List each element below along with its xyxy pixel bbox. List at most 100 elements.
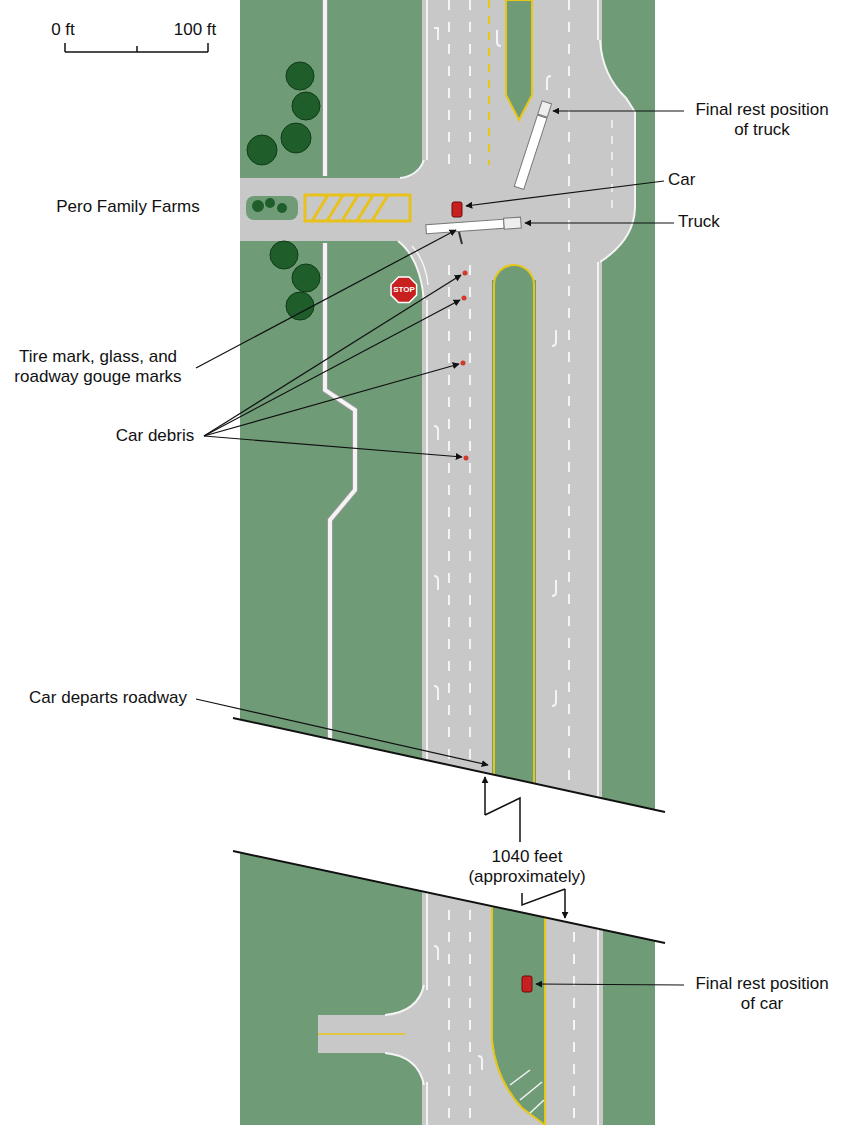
turn-arrow [497,30,501,46]
lane-line [488,0,490,165]
hatch-line [312,195,328,221]
scale-tick [207,43,209,52]
leader-line [536,984,684,985]
leader-line [204,436,462,457]
turn-arrow [478,1056,482,1070]
callout-label: Final rest position of car [687,974,837,1014]
tree [286,292,314,320]
stop-sign: STOP [389,275,419,305]
edge-line [600,40,635,262]
debris [461,361,466,366]
break-line [233,851,665,943]
edge-line [398,241,424,300]
turn-arrow [434,686,438,700]
turn-arrow [552,690,556,706]
turn-arrow [547,76,551,90]
callout-label: 1040 feet (approximately) [459,847,595,887]
median [494,265,534,900]
edge-line [426,800,428,990]
scale-tick [136,46,138,52]
hatch-line [357,195,373,221]
lane-line [448,800,450,1125]
leader-line [553,110,684,111]
edge-line [426,300,428,900]
debris [463,271,468,276]
shrub [265,198,275,208]
car-at-impact [452,202,462,217]
leader-line [204,300,460,436]
center-line [318,1033,405,1035]
callout-label: Pero Family Farms [56,197,200,217]
median [492,800,545,1125]
sign-text: STOP [393,286,415,294]
gore-stripe [530,1100,544,1113]
truck-at-impact [426,217,522,235]
bottom-panel [240,800,655,1125]
leader-line [466,181,664,206]
lane-line [568,0,570,900]
tree [270,241,298,269]
leader-line [204,275,461,436]
edge-line [597,0,599,40]
tire-mark [459,232,462,244]
turn-arrow [552,580,556,596]
leader-line [196,699,488,765]
path-outline [322,0,328,176]
leader-line [196,230,456,368]
turn-bay [600,40,635,262]
turn-arrow [434,576,438,590]
turn-arrow [434,28,438,40]
callout-label: 100 ft [174,20,217,40]
roadway [545,800,603,1125]
callout-label: Car [668,170,695,190]
tree [292,92,320,120]
lane-line [469,800,471,1125]
hatched-marking [305,195,410,221]
callout-label: Car departs roadway [29,688,187,708]
path [325,243,355,760]
leaders [196,111,684,985]
stop-octagon [389,275,419,305]
truck-final [514,101,551,190]
leader-line [204,364,459,436]
path [323,0,327,176]
scale-tick [64,43,66,52]
side-road [318,985,424,1085]
edge-line [597,262,599,900]
edge-line [385,1053,424,1085]
tree [281,123,311,153]
gore-stripe [520,1082,542,1100]
lane-line [469,265,471,900]
stop-octagon-shape [391,277,417,303]
turn-arrow [434,426,438,440]
lane-line [611,120,613,215]
lane-line [448,0,450,170]
hatch-line [342,195,358,221]
median [506,0,532,120]
distance-arrow [484,777,486,815]
tree [286,62,314,90]
debris [462,296,467,301]
callout-label: Tire mark, glass, and roadway gouge mark… [7,347,189,387]
edge-line [426,0,428,160]
shrub [277,203,287,213]
tree [292,264,320,292]
hatch-border [305,195,410,221]
driveway-island [246,196,298,220]
car-final [522,976,532,992]
leader-line [525,222,674,223]
callout-label: 0 ft [51,20,75,40]
lane-line [448,265,450,900]
hatch-line [372,195,388,221]
shrub [252,200,264,212]
truck-trailer [426,219,504,233]
distance-arrow [564,889,566,918]
grass [240,800,655,1125]
callout-label: Final rest position of truck [687,100,837,140]
lane-line [469,0,471,170]
callout-label: Truck [678,212,720,232]
edge-line [385,985,424,1015]
break-line [233,718,665,812]
lane-line [573,800,575,1125]
scale-bar [65,43,208,52]
